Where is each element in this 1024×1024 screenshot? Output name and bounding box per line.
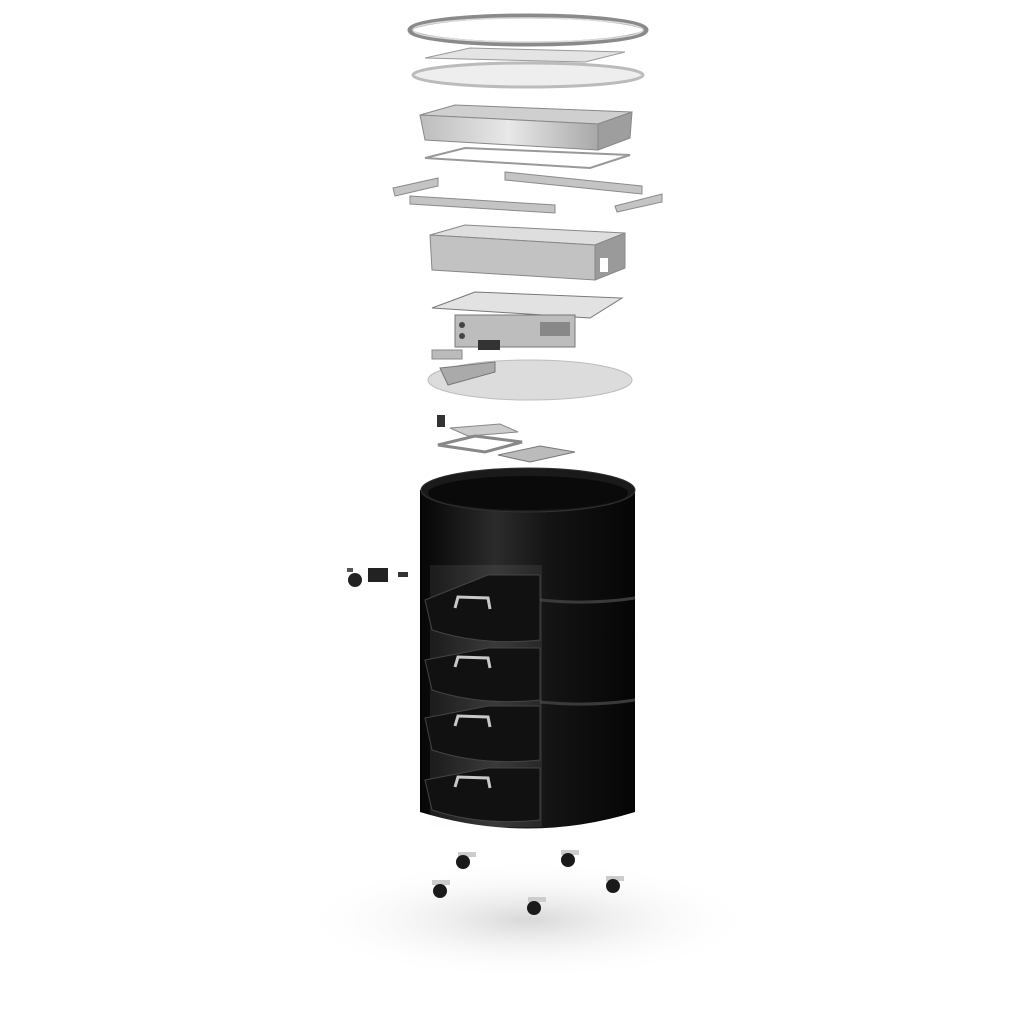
small-frame xyxy=(437,434,523,454)
drawer-handle xyxy=(453,655,492,669)
caster xyxy=(561,850,579,867)
drawer-3[interactable] xyxy=(424,705,541,763)
small-plate xyxy=(449,423,519,437)
drawers xyxy=(424,574,541,823)
drawer-2[interactable] xyxy=(424,647,541,703)
floor-shadow xyxy=(298,860,758,980)
caster xyxy=(527,897,546,915)
drawer-handle xyxy=(453,714,492,728)
tray-frame xyxy=(424,146,631,170)
drawer-1[interactable] xyxy=(424,574,541,643)
drawer-handle xyxy=(453,595,492,610)
knob-assembly xyxy=(347,568,408,587)
top-tray xyxy=(419,104,633,151)
drawer-4[interactable] xyxy=(424,767,541,823)
top-ring xyxy=(407,13,649,47)
caster xyxy=(432,880,450,898)
filter-plate xyxy=(497,445,576,463)
small-cylinder xyxy=(437,415,445,427)
caster xyxy=(606,876,624,893)
bracket xyxy=(431,349,463,360)
top-plate xyxy=(424,47,626,63)
housing-box xyxy=(429,224,626,281)
base-disc xyxy=(427,359,633,401)
mechanism-plate xyxy=(431,291,624,350)
gasket-ring xyxy=(411,61,645,89)
caster xyxy=(456,852,476,869)
drawer-handle xyxy=(453,775,492,789)
side-rails xyxy=(392,171,663,214)
casters xyxy=(432,850,624,915)
